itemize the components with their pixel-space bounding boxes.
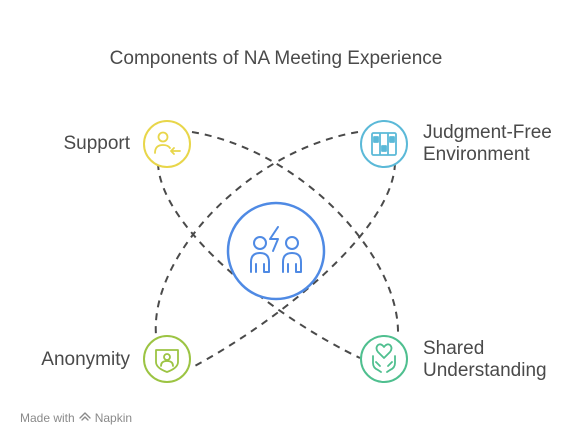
shared-understanding-node [360, 335, 408, 383]
anonymity-node [143, 335, 191, 383]
hands-heart-icon [372, 343, 396, 373]
connector-support-to-anonymity-outer [157, 162, 361, 359]
label-judgment-free-line-1: Judgment-Free [423, 122, 552, 143]
label-shared-understanding: Shared Understanding [423, 338, 547, 382]
label-judgment-free: Judgment-Free Environment [423, 122, 552, 166]
connector-support-to-shared [191, 131, 400, 336]
footer: Made with Napkin [20, 411, 132, 425]
label-shared-understanding-line-1: Shared [423, 338, 485, 359]
footer-prefix: Made with [20, 411, 75, 425]
label-judgment-free-line-2: Environment [423, 144, 530, 165]
connector-judgment-to-shared-outer [192, 162, 396, 368]
footer-brand: Napkin [94, 411, 133, 425]
center-node [226, 201, 326, 301]
label-support: Support [63, 133, 130, 154]
support-node [143, 120, 191, 168]
people-exchange-icon [250, 226, 302, 273]
file-cabinet-icon [371, 132, 397, 156]
napkin-logo-icon [79, 412, 91, 421]
connector-lines [154, 131, 400, 368]
judgment-free-node [360, 120, 408, 168]
diagram-title: Components of NA Meeting Experience [109, 48, 443, 69]
center-circle [226, 201, 326, 301]
user-arrow-icon [154, 131, 181, 155]
connector-judgment-to-anonymity [154, 131, 359, 336]
label-shared-understanding-line-2: Understanding [423, 360, 547, 381]
label-anonymity: Anonymity [41, 349, 130, 370]
shield-user-icon [155, 349, 179, 373]
